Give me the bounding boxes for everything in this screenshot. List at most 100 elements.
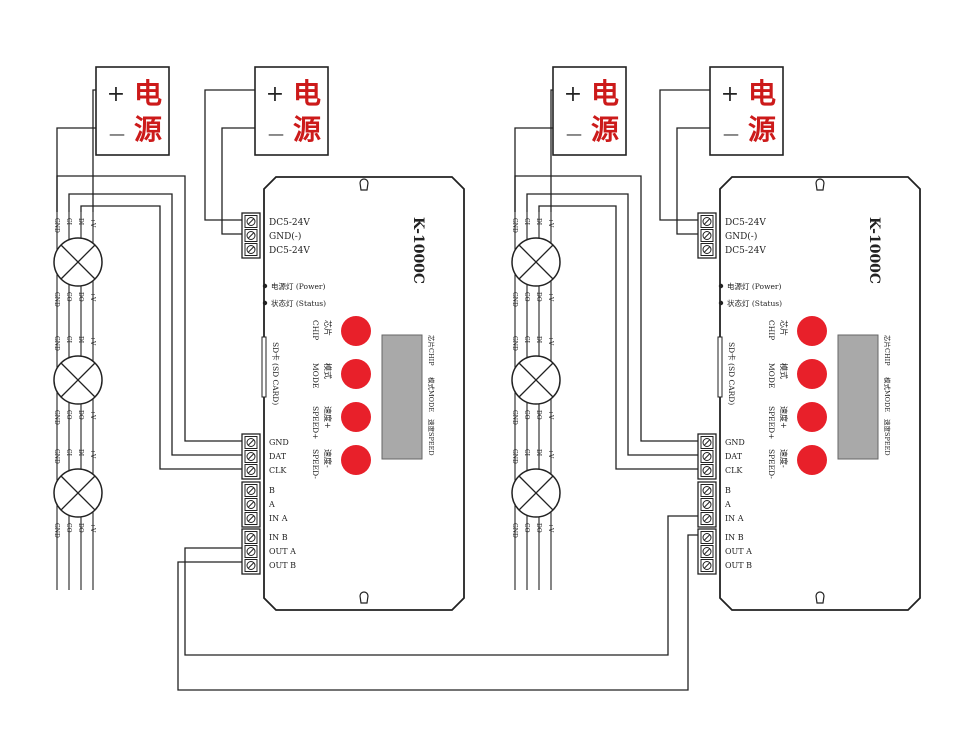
pin-label-in: +V	[547, 336, 554, 346]
button-label-cn: 模式	[779, 363, 789, 379]
button-label-cn: 速度+	[779, 406, 789, 429]
pin-label-out: CO	[523, 523, 530, 533]
led-label: 状态灯 (Status)	[727, 298, 782, 308]
screw-slot	[703, 453, 711, 460]
screw-slot	[703, 515, 711, 522]
button-label-cn: 速度+	[323, 406, 333, 429]
led-dot	[262, 283, 268, 289]
screw-slot	[247, 515, 255, 522]
output-label: GND	[725, 438, 745, 447]
sync-terminal-b	[241, 528, 261, 575]
power-supply: +—电源	[254, 66, 329, 156]
pin-label-in: +V	[547, 449, 554, 459]
mount-hole-bottom	[359, 591, 369, 604]
input-label: GND(-)	[269, 231, 301, 242]
output-terminal	[697, 433, 717, 480]
power-char-top: 电	[591, 77, 619, 110]
mount-hole-bottom	[815, 591, 825, 604]
power-char-bottom: 源	[134, 113, 162, 146]
pin-label-out: CO	[65, 410, 72, 420]
power-minus: —	[109, 124, 125, 143]
sync-label-b: IN B	[269, 533, 288, 542]
pin-label-in: GND	[53, 336, 60, 351]
power-minus: —	[268, 124, 284, 143]
power-supply-box	[709, 66, 784, 156]
power-char-top: 电	[748, 77, 776, 110]
output-label: CLK	[725, 466, 743, 475]
pin-label-out: +V	[89, 292, 96, 302]
button-label-en: SPEED-	[767, 449, 776, 479]
sd-slot	[261, 336, 267, 398]
wire	[184, 515, 698, 656]
wire	[221, 127, 255, 235]
lamp-cross	[518, 475, 554, 511]
pin-label-in: GND	[511, 449, 518, 464]
wire	[514, 127, 553, 212]
pin-label-out: DO	[77, 292, 84, 302]
sd-card-label: SD卡 (SD CARD)	[271, 342, 281, 405]
sync-label-a: IN A	[269, 514, 288, 523]
sync-terminal-b	[697, 528, 717, 575]
sync-label-b: OUT B	[269, 561, 296, 570]
button-label-en: MODE	[311, 363, 320, 388]
wire	[538, 205, 698, 470]
wire	[68, 193, 242, 456]
pin-label-out: CO	[523, 410, 530, 420]
display-label: 模式MODE	[883, 377, 892, 412]
power-plus: +	[564, 82, 582, 107]
pin-label-in: GND	[511, 218, 518, 233]
power-char-top: 电	[293, 77, 321, 110]
pin-label-in: +V	[547, 218, 554, 228]
screw-slot	[703, 562, 711, 569]
screw-slot	[703, 534, 711, 541]
input-terminal	[241, 212, 261, 259]
pin-label-out: CO	[65, 292, 72, 302]
button-label-en: SPEED+	[767, 406, 776, 439]
mount-hole-top	[359, 178, 369, 191]
pin-label-in: DI	[77, 449, 84, 457]
pin-label-out: DO	[535, 523, 542, 533]
sync-label-a: IN A	[725, 514, 744, 523]
pin-label-out: CO	[523, 292, 530, 302]
power-char-bottom: 源	[591, 113, 619, 146]
screw-slot	[703, 246, 711, 253]
mount-hole-top	[815, 178, 825, 191]
input-label: DC5-24V	[725, 246, 766, 256]
pin-label-out: CO	[65, 523, 72, 533]
sync-label-a: A	[268, 500, 275, 509]
power-supply-box	[552, 66, 627, 156]
sync-label-a: A	[724, 500, 731, 509]
power-plus: +	[721, 82, 739, 107]
pin-label-out: +V	[547, 410, 554, 420]
button-speed-icon	[797, 402, 827, 432]
lamp-cross	[60, 244, 96, 280]
power-minus: —	[566, 124, 582, 143]
display-screen	[381, 334, 423, 460]
pin-label-in: CI	[523, 449, 530, 457]
sync-terminal-a	[697, 481, 717, 528]
lamp-cross	[518, 362, 554, 398]
screw-slot	[247, 467, 255, 474]
screw-slot	[247, 501, 255, 508]
wire	[56, 175, 242, 442]
pin-label-in: CI	[523, 218, 530, 226]
pin-label-out: +V	[547, 523, 554, 533]
pin-label-out: DO	[535, 292, 542, 302]
output-terminal	[241, 433, 261, 480]
sync-terminal-a	[241, 481, 261, 528]
lamp-cross	[60, 362, 96, 398]
power-plus: +	[107, 82, 125, 107]
button-label-cn: 芯片	[779, 320, 789, 336]
display-label: 速度SPEED	[883, 419, 892, 456]
button-speed-icon	[797, 445, 827, 475]
output-label: GND	[269, 438, 289, 447]
button-label-en: CHIP	[767, 320, 776, 340]
display-label: 速度SPEED	[427, 419, 436, 456]
power-minus: —	[723, 124, 739, 143]
wire	[92, 89, 96, 212]
pin-label-in: GND	[53, 218, 60, 233]
pin-label-in: CI	[65, 336, 72, 344]
wire	[204, 89, 255, 221]
controller-case	[719, 176, 921, 611]
